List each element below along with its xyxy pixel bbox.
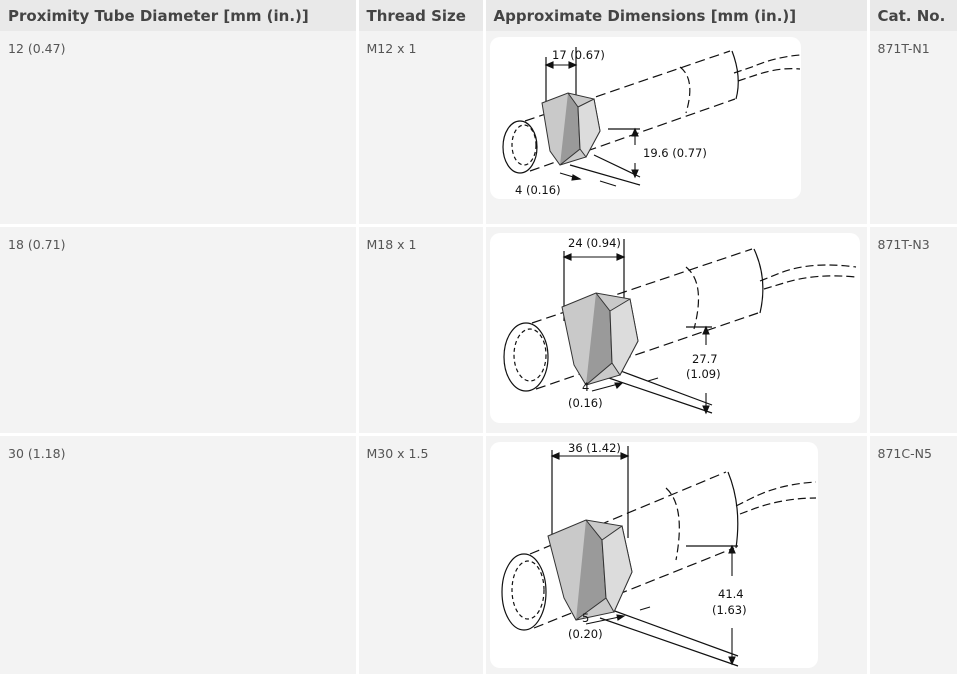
dim-gap-in-label: (0.20): [568, 627, 603, 641]
table-row: 30 (1.18) M30 x 1.5: [0, 434, 957, 677]
dim-width-label: 27.7: [692, 352, 718, 366]
header-dimensions: Approximate Dimensions [mm (in.)]: [484, 0, 870, 31]
cell-diameter: 30 (1.18): [0, 434, 359, 677]
cell-cat-no: 871T-N1: [868, 31, 957, 227]
dim-gap-label: 5: [582, 611, 589, 625]
dimension-drawing-18mm: 24 (0.94) 27.7 (1.09) 4 (0.16): [489, 232, 860, 423]
header-row: Proximity Tube Diameter [mm (in.)] Threa…: [0, 0, 957, 31]
header-thread-size: Thread Size: [357, 0, 486, 31]
header-diameter: Proximity Tube Diameter [mm (in.)]: [0, 0, 359, 31]
table-row: 12 (0.47) M12 x 1: [0, 31, 957, 227]
dim-gap-label: 4 (0.16): [515, 183, 561, 197]
cell-thread-size: M18 x 1: [357, 225, 486, 436]
cell-diameter: 12 (0.47): [0, 31, 359, 227]
cell-dimensions: 17 (0.67) 19.6 (0.77) 4 (0.16): [484, 31, 870, 227]
header-cat-no: Cat. No.: [868, 0, 957, 31]
cell-dimensions: 36 (1.42) 41.4 (1.63) 5 (0.20): [484, 434, 870, 677]
dim-length-label: 24 (0.94): [568, 236, 621, 250]
dim-gap-in-label: (0.16): [568, 396, 603, 410]
cell-cat-no: 871C-N5: [868, 434, 957, 677]
dim-width-in-label: (1.63): [712, 603, 747, 617]
table-row: 18 (0.71) M18 x 1: [0, 225, 957, 436]
cell-diameter: 18 (0.71): [0, 225, 359, 436]
dim-width-label: 19.6 (0.77): [643, 146, 707, 160]
cell-thread-size: M30 x 1.5: [357, 434, 486, 677]
dim-width-in-label: (1.09): [686, 367, 721, 381]
cell-cat-no: 871T-N3: [868, 225, 957, 436]
dim-width-label: 41.4: [718, 587, 744, 601]
dim-length-label: 36 (1.42): [568, 442, 621, 455]
dimension-drawing-12mm: 17 (0.67) 19.6 (0.77) 4 (0.16): [489, 37, 801, 199]
dim-length-label: 17 (0.67): [552, 48, 605, 62]
dim-gap-label: 4: [582, 380, 589, 394]
cell-thread-size: M12 x 1: [357, 31, 486, 227]
cell-dimensions: 24 (0.94) 27.7 (1.09) 4 (0.16): [484, 225, 870, 436]
dimension-drawing-30mm: 36 (1.42) 41.4 (1.63) 5 (0.20): [489, 441, 818, 668]
